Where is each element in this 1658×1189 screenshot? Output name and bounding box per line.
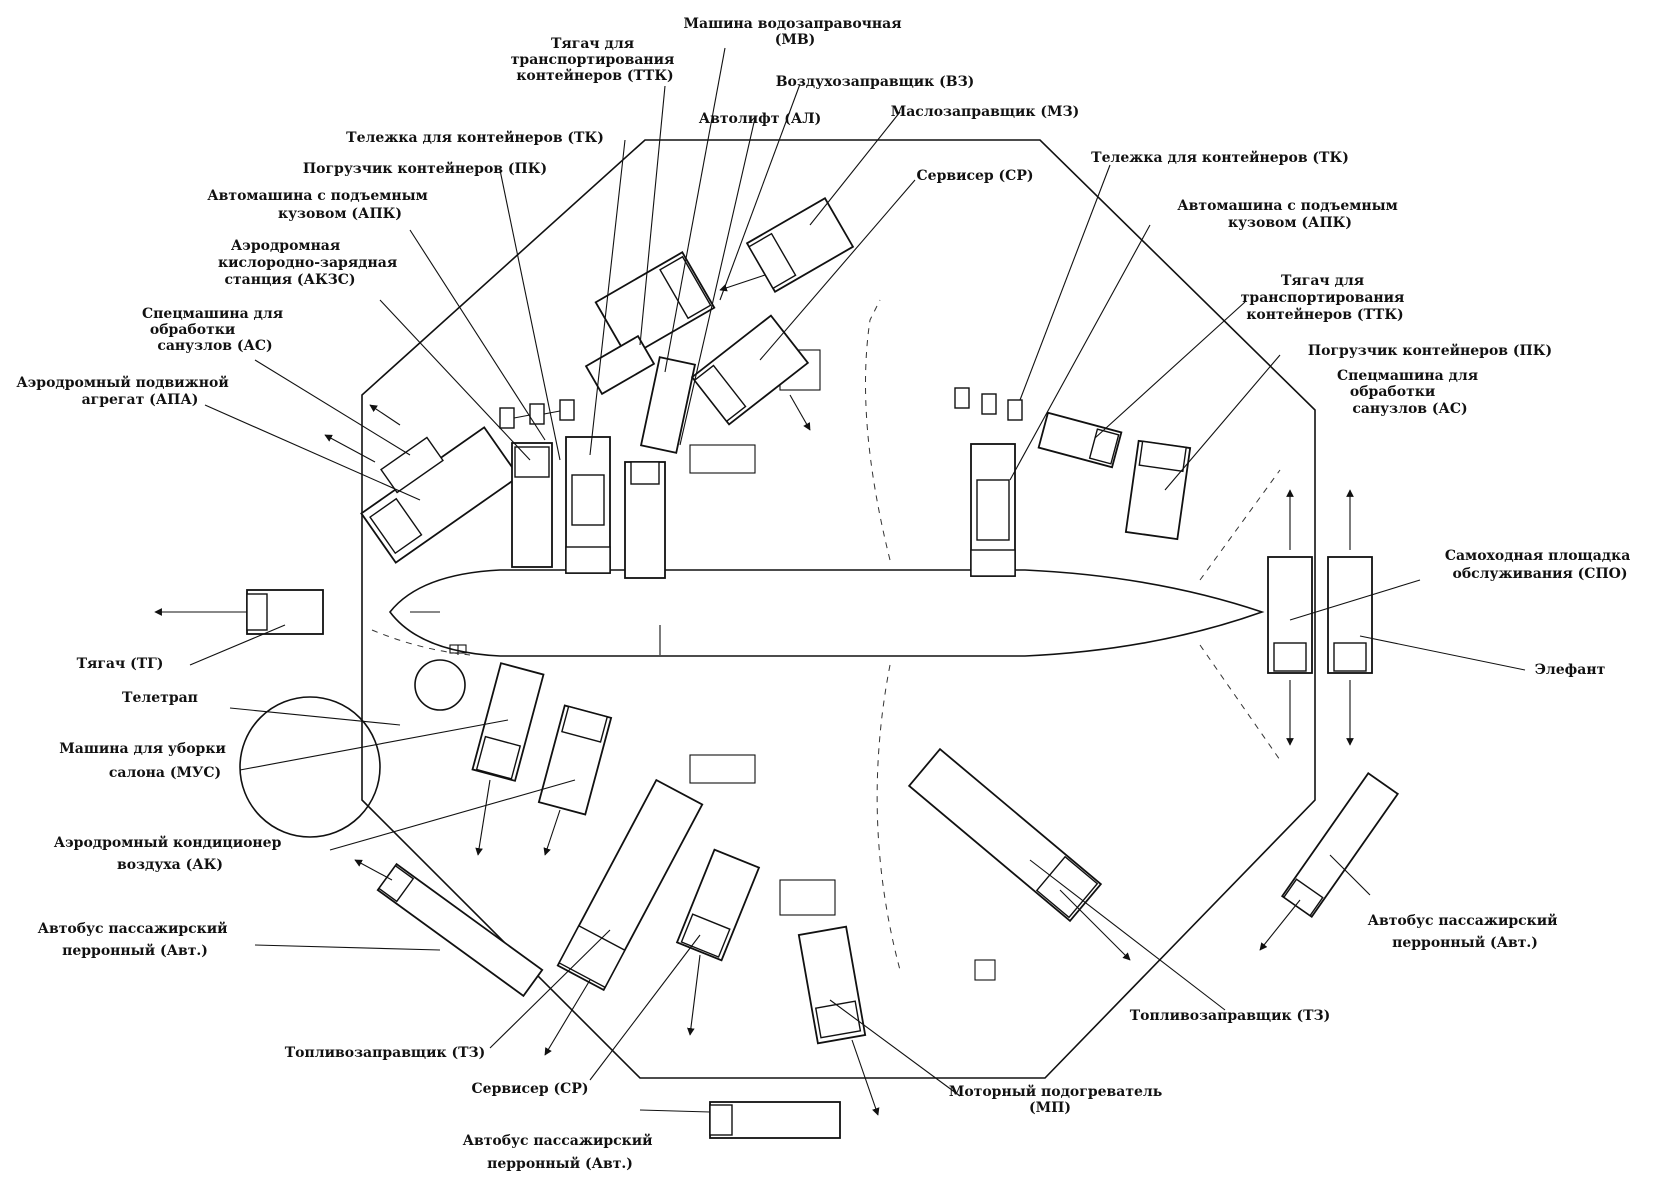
label-ttk-right: Тягач для транспортирования контейнеров … [1241,273,1410,323]
vehicle-tz-left [556,778,704,992]
vehicle-mp [797,925,867,1045]
aircraft-wings [371,299,1281,971]
vehicle-pk-left [624,461,666,579]
label-apa: Аэродромный подвижной агрегат (АПА) [16,374,233,408]
label-mp: Моторный подогреватель (МП) [949,1083,1167,1116]
vehicle-tg [246,589,324,635]
label-apk-right: Автомашина с подъемным кузовом (АПК) [1177,198,1402,231]
label-as-right: Спецмашина для обработки санузлов (АС) [1337,368,1483,417]
vehicle-apa [360,426,520,564]
label-mv: Машина водозаправочная (МВ) [684,16,907,48]
teletrap-platform [414,659,466,711]
vehicle-al [639,356,697,454]
label-pk-right: Погрузчик контейнеров (ПК) [1308,342,1552,359]
label-elefant: Элефант [1535,662,1606,678]
label-ak: Аэродромный кондиционер воздуха (АК) [54,834,287,873]
aircraft-fuselage [388,569,1265,657]
label-tz-right: Топливозаправщик (ТЗ) [1130,1008,1330,1024]
vehicle-mz [745,197,855,293]
vehicle-sr-top [690,314,810,426]
vehicle-tz-right [907,747,1103,923]
label-sr-top: Сервисер (СР) [917,168,1034,184]
label-avt-left: Автобус пассажирский перронный (Авт.) [38,920,233,959]
container-dollies-left [499,399,575,429]
mus-turning-circle [239,696,381,838]
label-as-left: Спецмашина для обработки санузлов (АС) [142,306,288,354]
label-tk-left: Тележка для контейнеров (ТК) [346,129,604,146]
label-avt-bottom: Автобус пассажирский перронный (Авт.) [463,1132,658,1172]
leader-lines [189,47,1526,1097]
vehicle-spo [1267,556,1313,674]
vehicle-ttk-right [1037,411,1123,469]
vehicle-avt-right [1280,771,1400,919]
container-dollies-right [954,387,1023,421]
vehicle-pk-right [970,443,1016,577]
vehicle-akzs [511,442,553,568]
movement-arrows [154,274,1354,1116]
vehicle-avt-left [376,862,544,998]
vehicle-ak [537,704,613,816]
label-tz-bottom: Топливозаправщик (ТЗ) [285,1045,485,1061]
label-vz: Воздухозаправщик (ВЗ) [776,74,975,90]
label-teletrap: Телетрап [122,690,198,706]
label-tyagach: Тягач (ТГ) [77,656,164,672]
vehicle-vz [594,251,716,359]
vehicle-ttk-left [584,334,656,396]
label-akzs: Аэродромная кислородно-зарядная станция … [218,238,402,288]
label-ttk-left: Тягач для транспортирования контейнеров … [511,36,680,84]
vehicle-apk-left [565,436,611,574]
vehicle-avt-bottom [709,1101,841,1139]
vehicle-as-right [1124,439,1192,541]
label-mus: Машина для уборки салона (МУС) [59,741,230,781]
label-al: Автолифт (АЛ) [699,111,822,127]
service-zone-boundary [361,139,1316,1079]
vehicle-as-left [380,436,444,494]
label-avt-right: Автобус пассажирский перронный (Авт.) [1368,912,1563,951]
label-tk-right: Тележка для контейнеров (ТК) [1091,149,1349,166]
vehicle-sr-bottom [675,848,761,962]
label-sr-bottom: Сервисер (СР) [472,1081,589,1097]
label-mz: Маслозаправщик (МЗ) [891,104,1080,120]
label-pk-left: Погрузчик контейнеров (ПК) [303,160,547,177]
label-apk-left: Автомашина с подъемным кузовом (АПК) [207,188,432,222]
vehicle-elefant [1327,556,1373,674]
vehicle-teletrap [471,662,545,782]
label-spo: Самоходная площадка обслуживания (СПО) [1445,548,1635,582]
